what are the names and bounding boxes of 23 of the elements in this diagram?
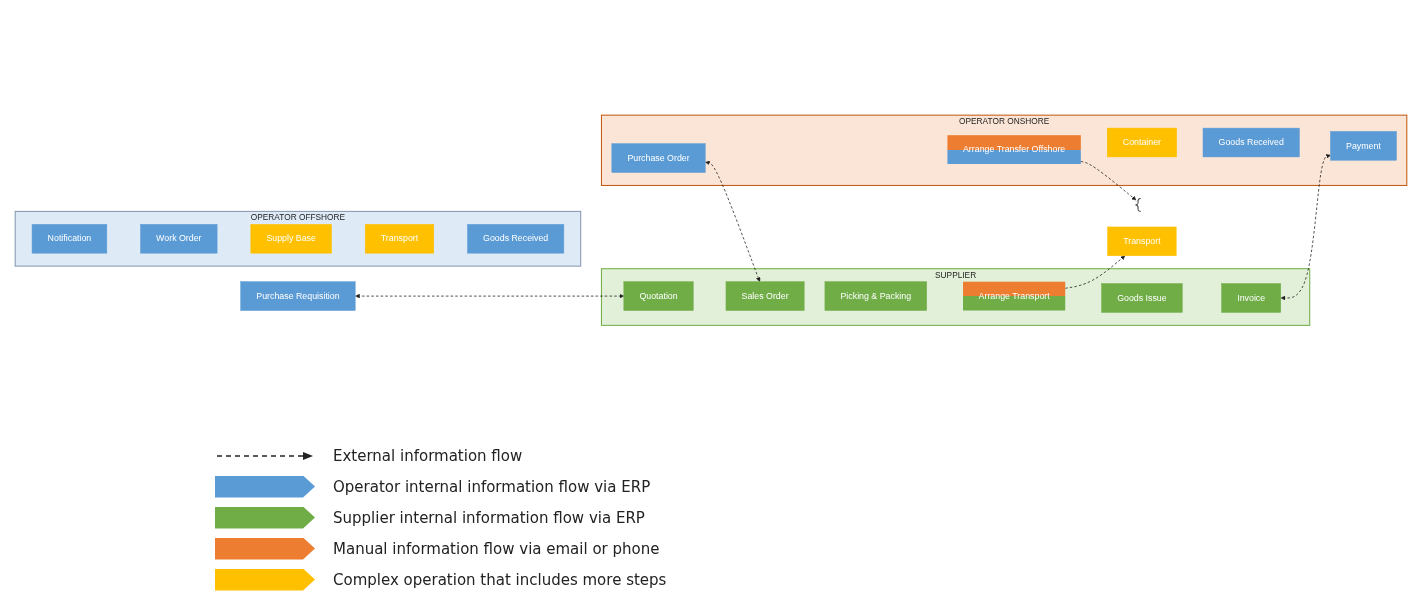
- node-box: Arrange Transport: [963, 281, 1066, 311]
- node-box: Picking & Packing: [824, 281, 927, 311]
- node-box: Sales Order: [725, 281, 805, 311]
- node-box: Notification: [31, 223, 108, 254]
- node-box: Goods Received: [467, 223, 565, 254]
- node-box: Invoice: [1221, 283, 1281, 313]
- node-box: Payment: [1330, 130, 1397, 161]
- node-box: Goods Received: [1202, 127, 1300, 157]
- node-box: Quotation: [623, 281, 694, 311]
- legend-text: Supplier internal information flow via ERP: [333, 508, 645, 527]
- legend-text: Complex operation that includes more steps: [333, 570, 667, 589]
- legend-text: Operator internal information flow via ERP: [333, 477, 651, 496]
- node-box: Purchase Requisition: [240, 281, 356, 311]
- node-box: Purchase Order: [611, 143, 706, 173]
- node-box: Goods Issue: [1101, 283, 1183, 313]
- node-box: Container: [1107, 127, 1177, 157]
- node-box: Transport: [364, 223, 435, 254]
- node-bracket: [1134, 197, 1142, 212]
- legend-text: External information flow: [333, 446, 523, 465]
- node-box: Transport: [1107, 226, 1177, 256]
- legend-text: Manual information flow via email or phone: [333, 539, 660, 558]
- node-box: Supply Base: [250, 223, 332, 254]
- node-box: Work Order: [140, 223, 218, 254]
